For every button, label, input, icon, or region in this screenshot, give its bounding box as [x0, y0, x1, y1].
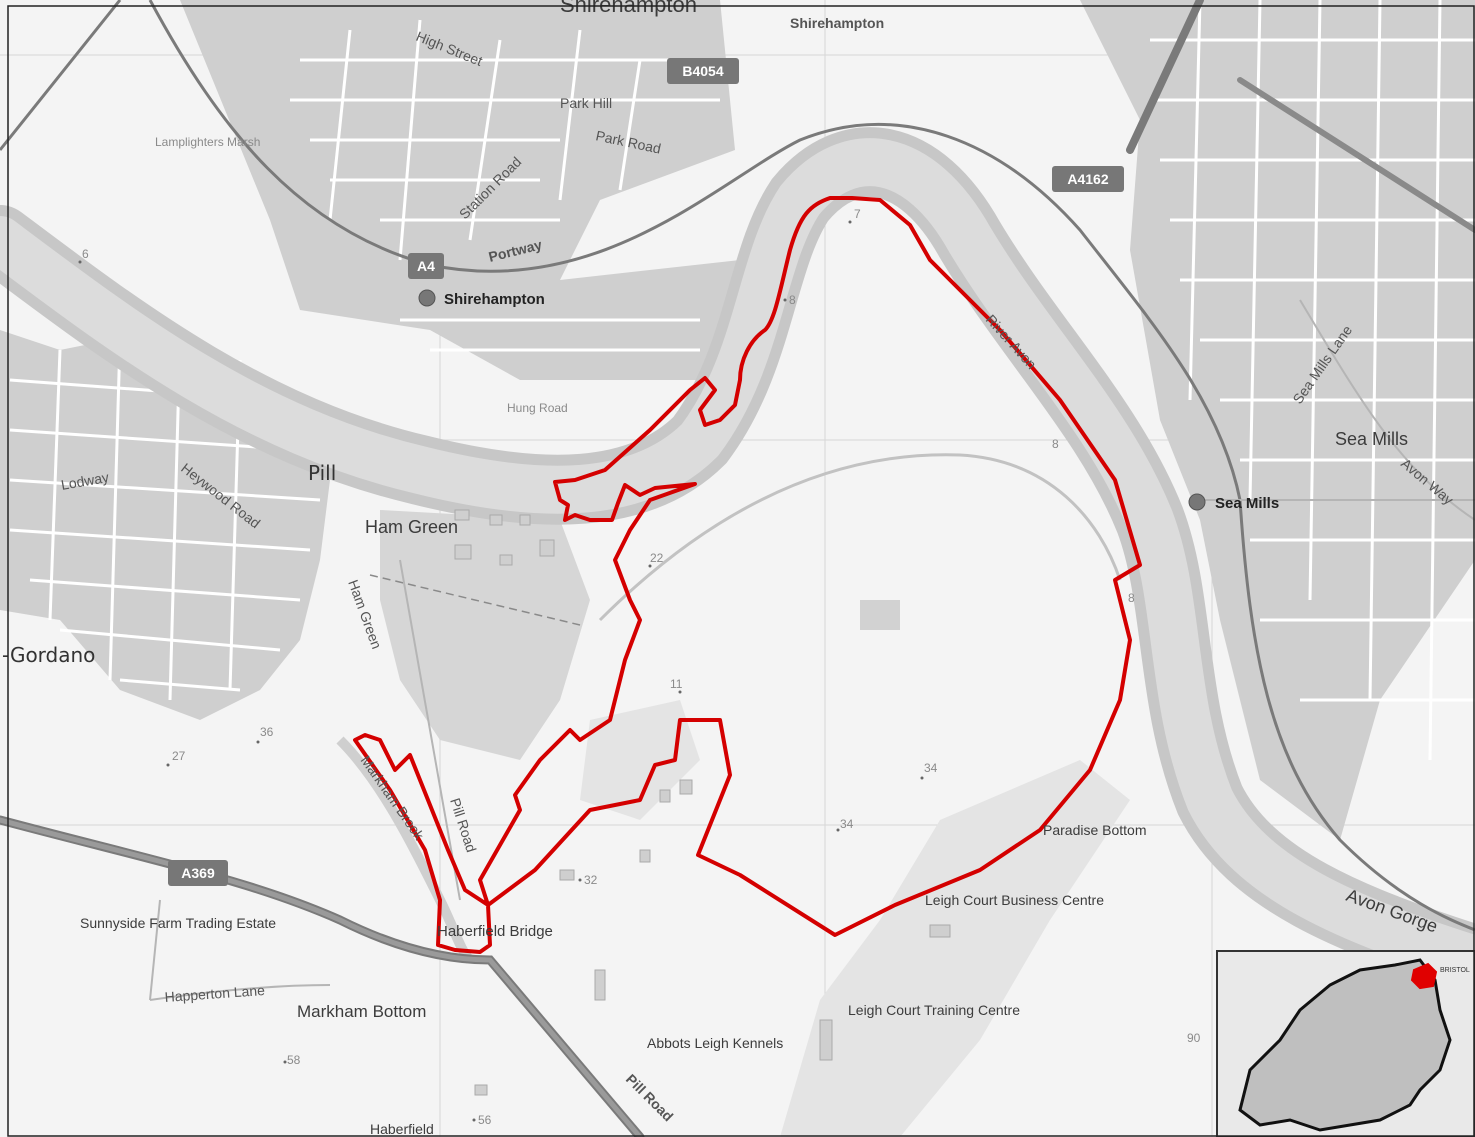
spot-height: 34	[840, 817, 854, 831]
label-shirehampton-station: Shirehampton	[444, 291, 545, 308]
road-shield-a4: A4	[408, 253, 444, 279]
spot-heights: 7 8 8 8 6 22 11 36 27 34 34 32 58 56 90	[78, 207, 1201, 1127]
spot-height: 8	[1128, 591, 1135, 605]
svg-text:A4162: A4162	[1067, 171, 1108, 187]
inset-site-marker	[1410, 962, 1438, 990]
minor-roads	[149, 299, 1475, 1001]
map-frame	[7, 5, 1475, 1137]
label-lamplighters-marsh: Lamplighters Marsh	[155, 135, 260, 149]
label-gordano: -Gordano	[2, 643, 95, 667]
railways	[0, 0, 1475, 932]
spot-height: 6	[82, 247, 89, 261]
label-shirehampton-river: Shirehampton	[790, 15, 884, 31]
svg-text:A4: A4	[417, 258, 435, 274]
spot-height: 8	[789, 293, 796, 307]
label-happerton-lane: Happerton Lane	[164, 982, 265, 1005]
spot-height: 34	[924, 761, 938, 775]
inset-district-outline	[1238, 958, 1452, 1132]
old-river-channel	[598, 453, 1122, 622]
inset-location-map[interactable]: BRISTOL	[1216, 950, 1475, 1137]
street-texture	[9, 0, 1475, 761]
label-sea-mills-station: Sea Mills	[1215, 495, 1279, 512]
label-markham-bottom: Markham Bottom	[297, 1002, 426, 1021]
label-pill: Pill	[308, 461, 336, 485]
label-haberfield-bottom: Haberfield	[370, 1121, 434, 1137]
spot-height: 11	[670, 677, 683, 691]
label-shirehampton-top: Shirehampton	[560, 0, 697, 17]
dismantled-railway	[369, 574, 581, 626]
label-haberfield-bridge: Haberfield Bridge	[437, 923, 553, 940]
svg-text:B4054: B4054	[682, 63, 723, 79]
label-hung-road: Hung Road	[507, 401, 568, 415]
river-avon-water	[0, 138, 1475, 984]
label-park-hill: Park Hill	[560, 95, 612, 111]
label-ham-green: Ham Green	[365, 517, 458, 537]
road-shield-a369: A369	[168, 860, 228, 886]
buildings	[454, 509, 951, 1096]
markham-brook	[336, 736, 474, 964]
label-sea-mills-place: Sea Mills	[1335, 429, 1408, 449]
label-abbots-leigh: Abbots Leigh Kennels	[647, 1035, 783, 1051]
label-leigh-court-training: Leigh Court Training Centre	[848, 1002, 1020, 1018]
sea-mills-station-marker[interactable]	[1188, 493, 1206, 511]
site-boundary[interactable]	[353, 196, 1142, 954]
svg-text:A369: A369	[181, 865, 215, 881]
shirehampton-station-marker[interactable]	[418, 289, 436, 307]
road-shield-b4054: B4054	[667, 58, 739, 84]
label-leigh-court-business: Leigh Court Business Centre	[925, 892, 1104, 908]
spot-height: 90	[1187, 1031, 1201, 1045]
label-paradise-bottom: Paradise Bottom	[1043, 822, 1147, 838]
spot-height: 58	[287, 1053, 301, 1067]
label-sunnyside: Sunnyside Farm Trading Estate	[80, 915, 276, 931]
spot-height: 7	[854, 207, 861, 221]
spot-height: 27	[172, 749, 186, 763]
spot-height: 32	[584, 873, 598, 887]
spot-height: 22	[650, 551, 664, 565]
spot-height: 56	[478, 1113, 492, 1127]
spot-height: 8	[1052, 437, 1059, 451]
spot-height: 36	[260, 725, 274, 739]
road-shield-a4162: A4162	[1052, 166, 1124, 192]
inset-label-bristol: BRISTOL	[1440, 967, 1470, 974]
